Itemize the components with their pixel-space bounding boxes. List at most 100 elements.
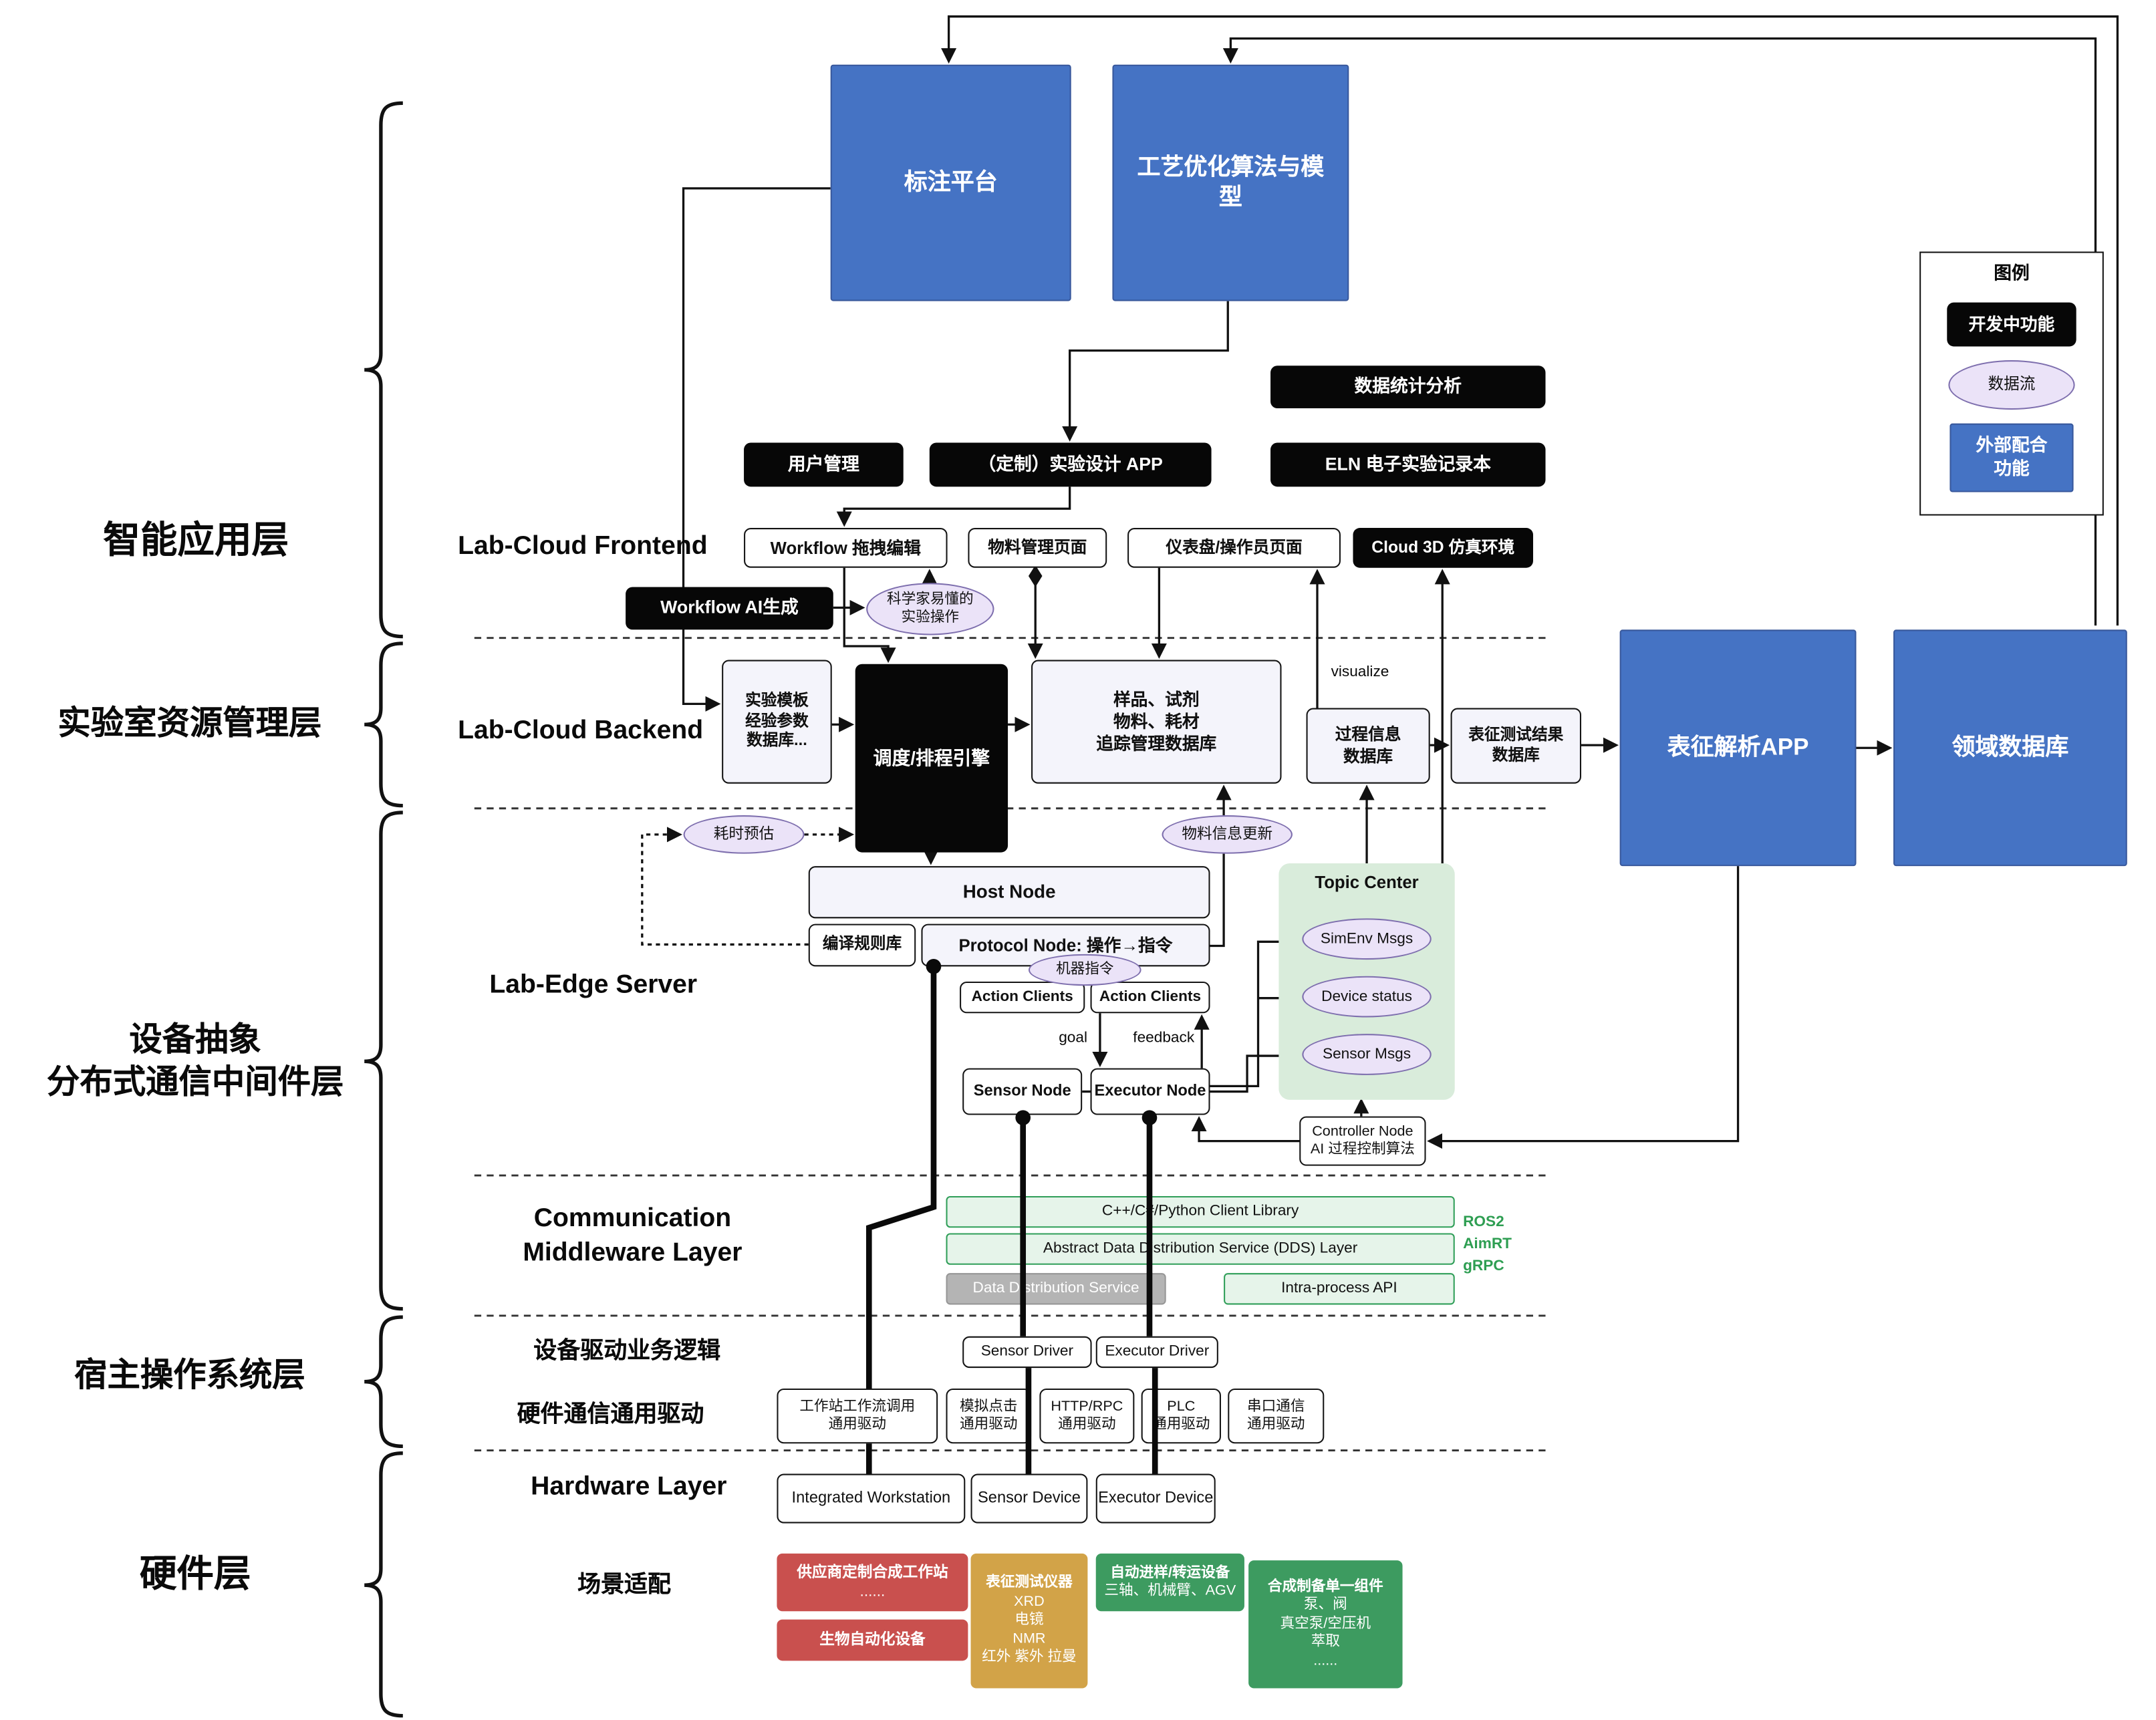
workstation-driver-node: 工作站工作流调用 通用驱动 (777, 1388, 938, 1444)
node-line: NMR (1013, 1630, 1046, 1647)
workflow-ai-node: Workflow AI生成 (626, 587, 833, 630)
topic-center-title: Topic Center (1315, 873, 1419, 893)
sensor-node: Sensor Node (962, 1068, 1083, 1115)
dds-abstract-node: Abstract Data Distribution Service (DDS)… (946, 1233, 1455, 1265)
label-line: Communication (533, 1204, 732, 1234)
node-line: 数据库 (1343, 746, 1393, 765)
exp-design-app-node: （定制）实验设计 APP (929, 442, 1212, 487)
section-label-frontend: Lab-Cloud Frontend (458, 531, 708, 561)
tech-item: ROS2 (1463, 1213, 1504, 1231)
workflow-edit-node: Workflow 拖拽编辑 (744, 528, 948, 568)
node-line: 数据库 (1492, 747, 1540, 764)
feedback-label: feedback (1133, 1029, 1195, 1046)
node-line: 三轴、机械臂、AGV (1104, 1582, 1236, 1599)
layer-label-host-os: 宿主操作系统层 (74, 1357, 305, 1395)
executor-driver-node: Executor Driver (1095, 1336, 1218, 1369)
legend-external: 外部配合 功能 (1949, 423, 2074, 492)
time-estimate-flow: 耗时预估 (683, 815, 805, 854)
visualize-label: visualize (1331, 664, 1389, 681)
charact-app-node: 表征解析APP (1619, 629, 1857, 867)
executor-device-node: Executor Device (1095, 1473, 1216, 1524)
device-status-flow: Device status (1302, 976, 1432, 1018)
material-update-flow: 物料信息更新 (1162, 815, 1293, 854)
node-title: 表征测试仪器 (986, 1574, 1073, 1592)
annotation-platform-node: 标注平台 (830, 64, 1071, 301)
node-line: XRD (1014, 1593, 1045, 1610)
section-label-hw-driver: 硬件通信通用驱动 (517, 1401, 704, 1427)
label-line: 分布式通信中间件层 (46, 1064, 344, 1101)
node-line: 通用驱动 (1152, 1416, 1210, 1433)
node-line: 电镜 (1015, 1611, 1044, 1628)
controller-node: Controller Node AI 过程控制算法 (1299, 1116, 1426, 1166)
template-db-node: 实验模板 经验参数 数据库... (722, 660, 832, 784)
layer-label-intelligent-app: 智能应用层 (103, 520, 289, 562)
dds-service-node: Data Distribution Service (946, 1273, 1166, 1305)
node-title: 自动进样/转运设备 (1110, 1564, 1230, 1581)
node-line: 通用驱动 (828, 1416, 886, 1433)
action-clients-right-node: Action Clients (1090, 981, 1210, 1014)
domain-db-node: 领域数据库 (1893, 629, 2127, 867)
simenv-msgs-flow: SimEnv Msgs (1302, 918, 1432, 960)
data-stats-node: 数据统计分析 (1270, 366, 1546, 409)
sensor-device-node: Sensor Device (970, 1473, 1088, 1524)
executor-node: Executor Node (1090, 1068, 1210, 1115)
transfer-device-node: 自动进样/转运设备 三轴、机械臂、AGV (1095, 1553, 1244, 1612)
middleware-tech-list: ROS2 AimRT gRPC (1463, 1213, 1532, 1278)
serial-driver-node: 串口通信 通用驱动 (1228, 1388, 1325, 1444)
node-line: 通用驱动 (1247, 1416, 1305, 1433)
node-line: 表征测试结果 (1468, 726, 1564, 744)
legend-title: 图例 (1994, 262, 2030, 283)
action-clients-left-node: Action Clients (960, 981, 1085, 1014)
cloud3d-node: Cloud 3D 仿真环境 (1353, 528, 1534, 568)
node-line: 串口通信 (1247, 1397, 1305, 1415)
node-line: ...... (859, 1584, 886, 1600)
sensor-msgs-flow: Sensor Msgs (1302, 1034, 1432, 1075)
layer-braces (364, 101, 403, 1718)
node-line: 通用驱动 (960, 1416, 1018, 1433)
layer-label-hardware: 硬件层 (139, 1554, 251, 1596)
plc-driver-node: PLC 通用驱动 (1141, 1388, 1221, 1444)
dashboard-page-node: 仪表盘/操作员页面 (1127, 528, 1341, 568)
section-label-driver-logic: 设备驱动业务逻辑 (533, 1337, 721, 1364)
node-line: 过程信息 (1335, 724, 1401, 744)
node-line: ...... (1313, 1652, 1338, 1669)
charact-db-node: 表征测试结果 数据库 (1450, 708, 1582, 784)
node-line: 数据库... (747, 733, 807, 750)
layer-label-lab-resource: 实验室资源管理层 (57, 706, 322, 743)
node-line: 模拟点击 (960, 1397, 1018, 1415)
node-title: 合成制备单一组件 (1267, 1578, 1383, 1595)
legend-line: 功能 (1994, 458, 2030, 478)
flow-line: 科学家易懂的 (887, 590, 974, 607)
tech-item: AimRT (1463, 1236, 1512, 1253)
legend-developing: 开发中功能 (1947, 302, 2076, 347)
sample-db-node: 样品、试剂 物料、耗材 追踪管理数据库 (1031, 660, 1282, 784)
synth-component-node: 合成制备单一组件 泵、阀 真空泵/空压机 萃取 ...... (1248, 1560, 1403, 1689)
host-node: Host Node (808, 866, 1210, 919)
charact-instrument-node: 表征测试仪器 XRD 电镜 NMR 红外 紫外 拉曼 (970, 1553, 1088, 1689)
node-line: 萃取 (1311, 1633, 1340, 1651)
http-rpc-driver-node: HTTP/RPC 通用驱动 (1039, 1388, 1135, 1444)
rule-lib-node: 编译规则库 (808, 923, 916, 967)
user-mgmt-node: 用户管理 (744, 442, 904, 487)
node-line: 真空泵/空压机 (1280, 1614, 1371, 1632)
node-line: 通用驱动 (1058, 1416, 1116, 1433)
node-line: 实验模板 (745, 692, 809, 710)
node-line: HTTP/RPC (1051, 1397, 1123, 1415)
node-line: 追踪管理数据库 (1096, 734, 1217, 754)
tech-item: gRPC (1463, 1258, 1504, 1274)
intra-process-api-node: Intra-process API (1224, 1273, 1455, 1305)
goal-label: goal (1059, 1029, 1087, 1046)
node-line: 供应商定制合成工作站 (797, 1564, 948, 1581)
process-optimization-node: 工艺优化算法与模型 (1112, 64, 1349, 301)
integrated-workstation-node: Integrated Workstation (777, 1473, 966, 1524)
label-line: 设备抽象 (129, 1021, 261, 1058)
click-driver-node: 模拟点击 通用驱动 (946, 1388, 1032, 1444)
section-label-edge: Lab-Edge Server (489, 970, 698, 1000)
vendor-workstation-node: 供应商定制合成工作站 ...... (777, 1553, 968, 1612)
node-line: 经验参数 (745, 713, 809, 730)
composition-diamond (1028, 565, 1043, 587)
node-line: PLC (1167, 1397, 1196, 1415)
machine-cmd-flow: 机器指令 (1028, 954, 1141, 986)
section-label-comm-middleware: Communication Middleware Layer (516, 1201, 750, 1273)
